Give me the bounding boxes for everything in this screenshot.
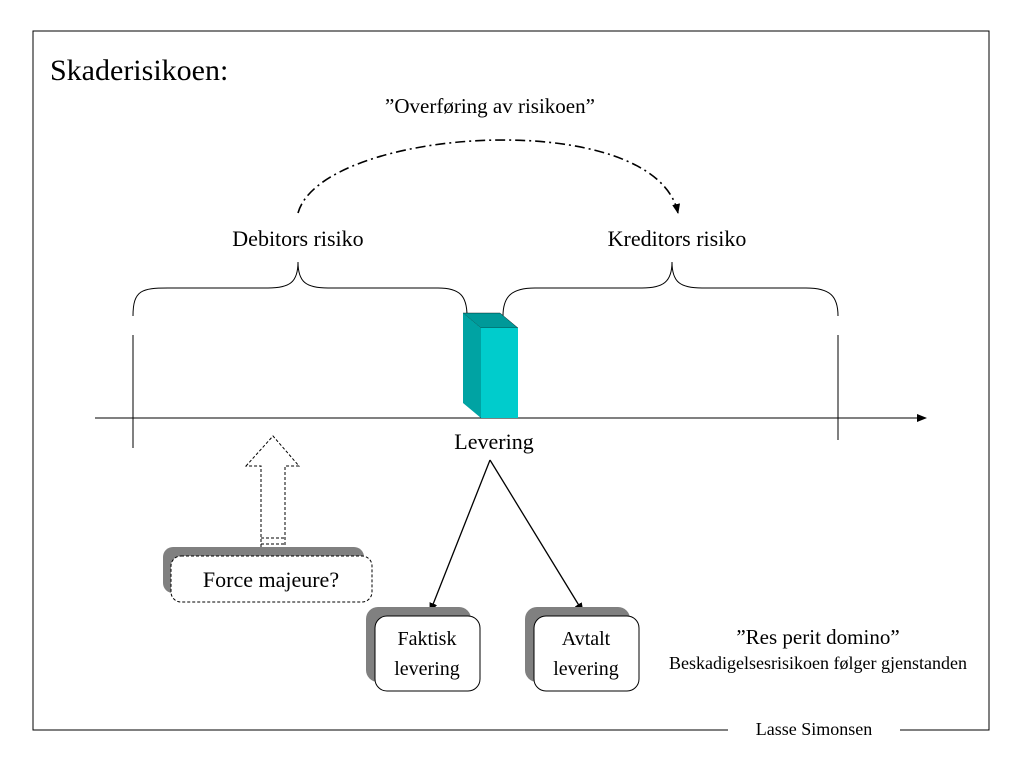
actual-delivery-line-1: Faktisk [398,628,457,650]
force-majeure-box: Force majeure? [163,547,373,603]
author-label: Lasse Simonsen [756,719,873,739]
agreed-delivery-line-1: Avtalt [562,628,611,650]
delivery-block [462,312,519,418]
creditor-risk-label: Kreditors risiko [608,226,747,251]
creditor-risk-brace [502,261,839,317]
agreed-delivery-box: Avtalt levering [525,607,640,692]
actual-delivery-box: Faktisk levering [366,607,481,692]
slide-title: Skaderisikoen: [50,54,228,87]
force-majeure-label: Force majeure? [203,567,339,592]
risk-transfer-arc [297,139,681,214]
hollow-up-arrow [244,435,301,551]
maxim-explanation: Beskadigelsesrisikoen følger gjenstanden [669,653,967,673]
debtor-risk-label: Debitors risiko [232,226,363,251]
agreed-delivery-line-2: levering [553,658,619,680]
arrow-to-agreed-delivery [489,459,584,613]
arrow-to-actual-delivery [429,459,491,613]
debtor-risk-brace [132,261,468,317]
maxim-label: ”Res perit domino” [736,625,899,649]
delivery-label: Levering [454,429,533,454]
risk-transfer-label: ”Overføring av risikoen” [385,94,595,118]
actual-delivery-line-2: levering [394,658,460,680]
slide-frame [32,30,990,731]
